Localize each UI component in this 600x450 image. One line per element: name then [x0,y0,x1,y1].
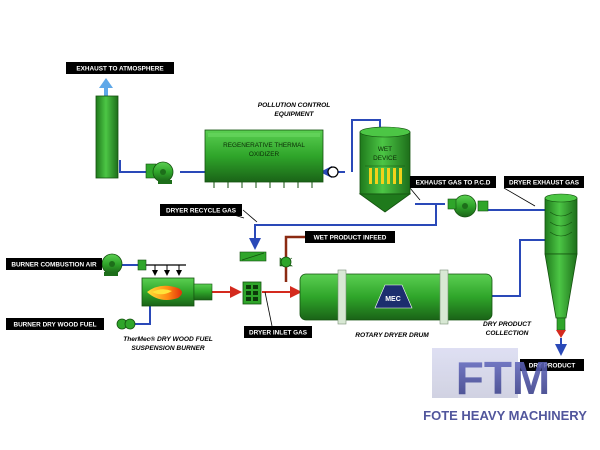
svg-text:EXHAUST GAS TO P.C.D: EXHAUST GAS TO P.C.D [416,180,491,187]
label-dry-collection-line1: DRY PRODUCT [483,321,532,328]
recycle-damper-icon [239,251,267,262]
drum-logo-badge [374,284,413,309]
label-pollution-equipment: EQUIPMENT [274,111,314,118]
line-fuel [130,306,151,325]
exhaust-stack [95,95,119,179]
label-wet-infeed: WET PRODUCT INFEED [305,231,395,243]
label-dry-collection-line2: COLLECTION [486,330,529,337]
rotary-dryer-drum: MEC [299,269,493,325]
valve-icon [327,166,339,178]
line-wet-device-up [351,119,381,172]
company-name: FOTE HEAVY MACHINERY [423,408,587,423]
label-burner-air: BURNER COMBUSTION AIR [6,258,102,270]
label-rto-line1: REGENERATIVE THERMAL [223,142,305,149]
wet-device [358,126,412,213]
svg-text:DRY PRODUCT: DRY PRODUCT [529,363,576,370]
label-dry-product: DRY PRODUCT [520,359,584,371]
exhaust-fan-icon [145,161,174,184]
svg-text:WET PRODUCT INFEED: WET PRODUCT INFEED [314,235,387,242]
pcd-fan-icon [447,194,489,218]
exhaust-arrow-head [99,78,113,88]
svg-text:EXHAUST TO ATMOSPHERE: EXHAUST TO ATMOSPHERE [76,66,164,73]
line-fan-to-stack [119,160,150,173]
label-thermec-line1: TherMec® DRY WOOD FUEL [123,335,213,343]
line-drum-to-cyclone [490,239,545,297]
label-rotary-drum: ROTARY DRYER DRUM [355,332,429,339]
label-dryer-exhaust: DRYER EXHAUST GAS [504,176,584,188]
svg-text:DRYER RECYCLE GAS: DRYER RECYCLE GAS [166,208,237,215]
infeed-valve-icon [279,256,293,268]
cyclone-separator [544,193,578,356]
svg-text:BURNER DRY WOOD FUEL: BURNER DRY WOOD FUEL [13,322,96,329]
svg-text:DRYER EXHAUST GAS: DRYER EXHAUST GAS [509,180,580,187]
label-burner-fuel: BURNER DRY WOOD FUEL [6,318,104,330]
thermec-burner [141,264,213,307]
gas-lines [119,119,545,325]
drum-logo: MEC [385,296,401,303]
label-exhaust-pcd: EXHAUST GAS TO P.C.D [410,176,496,188]
svg-text:BURNER COMBUSTION AIR: BURNER COMBUSTION AIR [11,262,97,269]
label-pollution-control: POLLUTION CONTROL [258,102,331,109]
label-exhaust-atmosphere: EXHAUST TO ATMOSPHERE [66,62,174,74]
label-thermec-line2: SUSPENSION BURNER [131,345,205,352]
dryer-inlet-grid-icon [242,281,262,305]
brand-logo: FTM [456,352,551,404]
label-dryer-inlet: DRYER INLET GAS [244,326,312,338]
label-wet-device-line2: DEVICE [373,155,397,162]
brand-watermark: FTM FOTE HEAVY MACHINERY [423,348,587,423]
fuel-valve-icon [116,318,136,330]
svg-text:DRYER INLET GAS: DRYER INLET GAS [249,330,308,337]
label-wet-device-line1: WET [378,146,392,153]
line-recycle-gas [249,204,437,250]
regenerative-thermal-oxidizer [204,129,339,188]
label-rto-line2: OXIDIZER [249,151,280,158]
label-dryer-recycle: DRYER RECYCLE GAS [160,204,242,216]
rotary-valve-icon [556,330,566,338]
